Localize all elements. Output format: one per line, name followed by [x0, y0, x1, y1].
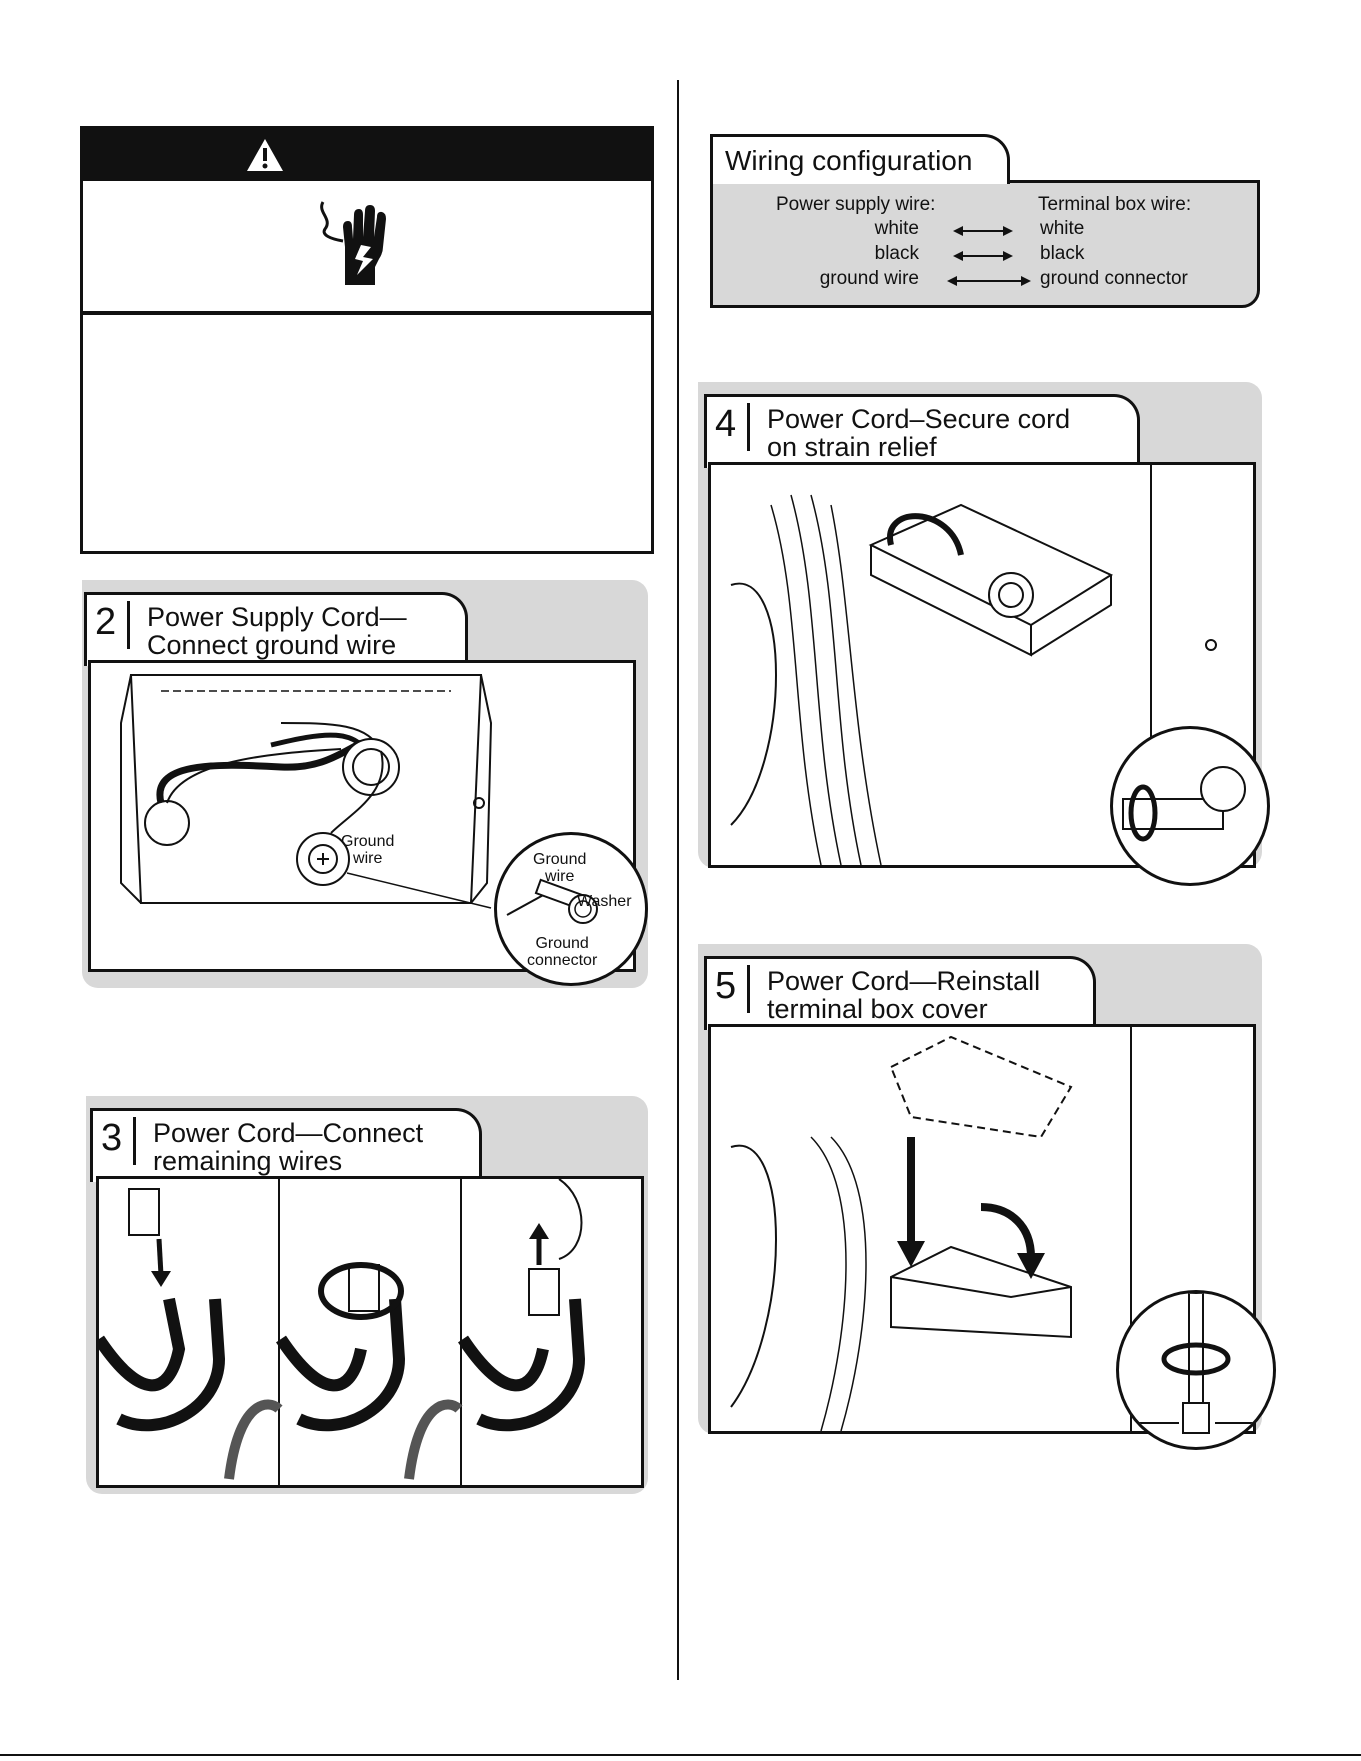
- step-3-tab: 3 Power Cord—Connect remaining wires: [90, 1108, 482, 1182]
- warning-header: [83, 129, 651, 181]
- supply-wire-black: black: [874, 243, 919, 264]
- electric-shock-hand-icon: [320, 201, 386, 285]
- terminal-wire-black: black: [1040, 243, 1085, 264]
- step-5-tab: 5 Power Cord—Reinstall terminal box cove…: [704, 956, 1096, 1030]
- warning-box: [80, 126, 654, 554]
- terminal-ground-connector: ground connector: [1040, 268, 1188, 289]
- step-2-number: 2: [95, 601, 117, 643]
- supply-wire-header: Power supply wire:: [776, 194, 936, 215]
- step-4-tab: 4 Power Cord–Secure cord on strain relie…: [704, 394, 1140, 468]
- step-2-tab: 2 Power Supply Cord— Connect ground wire: [84, 592, 468, 666]
- wiring-config-tab: Wiring configuration: [710, 134, 1010, 184]
- warning-separator: [83, 311, 651, 315]
- wire-pair-3: [458, 1179, 586, 1432]
- wire-pair-1: [99, 1188, 226, 1432]
- step-5-callout: [1116, 1290, 1276, 1450]
- column-divider: [677, 80, 679, 1680]
- warning-triangle-icon: [247, 139, 283, 171]
- supply-ground-wire: ground wire: [819, 268, 919, 289]
- step-2-illustration: Ground wire: [88, 660, 636, 972]
- page-bottom-rule: [0, 1754, 1361, 1756]
- ground-wire-label: Ground wire: [341, 833, 395, 867]
- terminal-wire-header: Terminal box wire:: [1038, 194, 1192, 215]
- wiring-config-title: Wiring configuration: [725, 145, 973, 176]
- supply-wire-white: white: [874, 218, 919, 239]
- step-2-title: Power Supply Cord— Connect ground wire: [147, 602, 407, 660]
- step-4-title: Power Cord–Secure cord on strain relief: [767, 404, 1071, 462]
- wire-pair-2: [276, 1262, 406, 1432]
- step-3-illustration: [96, 1176, 644, 1488]
- step-3-number: 3: [101, 1117, 123, 1159]
- callout-ground-wire-label: Ground wire: [533, 851, 587, 885]
- step-4-number: 4: [715, 403, 737, 445]
- wiring-config-table: Power supply wire: Terminal box wire: wh…: [710, 180, 1260, 308]
- double-arrow-icon: [953, 226, 1013, 236]
- terminal-wire-white: white: [1040, 218, 1085, 239]
- ground-connector-label: Ground connector: [527, 935, 598, 969]
- step-5-number: 5: [715, 965, 737, 1007]
- step-3-title: Power Cord—Connect remaining wires: [153, 1118, 424, 1176]
- step-2-callout: Ground wire Washer Ground connector: [494, 832, 648, 986]
- step-5-title: Power Cord—Reinstall terminal box cover: [767, 966, 1041, 1024]
- double-arrow-icon: [953, 251, 1013, 261]
- step-4-callout: [1110, 726, 1270, 886]
- washer-label: Washer: [577, 893, 632, 910]
- double-arrow-icon: [947, 276, 1031, 286]
- step-4-illustration: [708, 462, 1256, 868]
